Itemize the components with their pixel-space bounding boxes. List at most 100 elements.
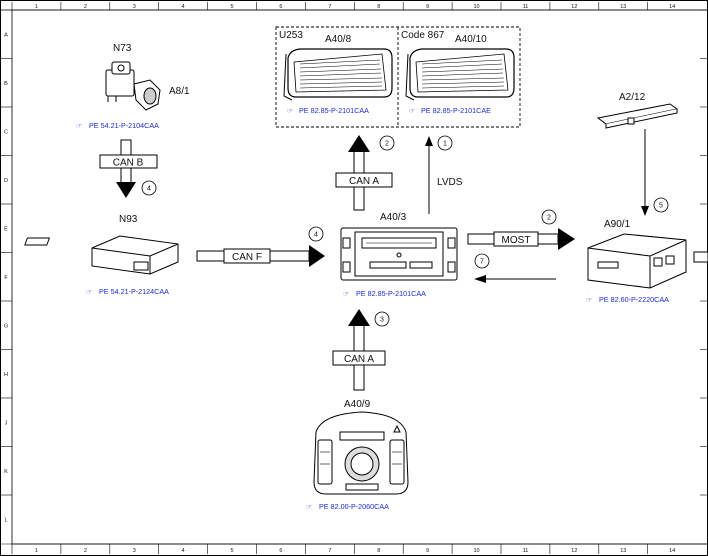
a40-9-label: A40/9 — [344, 399, 371, 410]
marker-7: 7 — [480, 259, 484, 266]
lvds-link: LVDS 1 — [425, 135, 463, 214]
column-label: 6 — [279, 548, 282, 554]
row-label: E — [4, 226, 8, 232]
column-label: 13 — [620, 4, 626, 10]
can-b-label: CAN B — [113, 158, 144, 169]
a90-1-label: A90/1 — [604, 219, 631, 230]
a40-10-ref-icon: ☞ — [409, 106, 415, 115]
column-label: 3 — [133, 548, 136, 554]
n73-ref-icon: ☞ — [76, 121, 82, 130]
can-f-label: CAN F — [232, 252, 262, 263]
row-label: D — [4, 178, 8, 184]
column-label: 8 — [377, 548, 380, 554]
bus-can-b-arrow: CAN B 4 — [99, 139, 158, 198]
column-label: 1 — [35, 4, 38, 10]
column-label: 10 — [473, 548, 479, 554]
column-label: 12 — [571, 548, 577, 554]
marker-5: 5 — [659, 203, 663, 210]
a8-1-label: A8/1 — [169, 86, 190, 97]
a90-1-ref-icon: ☞ — [586, 295, 592, 304]
a40-3-ref[interactable]: PE 82.85-P-2101CAA — [356, 289, 426, 298]
a90-1-ref[interactable]: PE 82.60-P-2220CAA — [599, 295, 669, 304]
most-label: MOST — [502, 235, 531, 246]
column-label: 12 — [571, 4, 577, 10]
a2-12-label: A2/12 — [619, 92, 646, 103]
row-label: F — [4, 275, 8, 281]
column-label: 4 — [182, 548, 185, 554]
tuner-module-icon — [587, 233, 687, 289]
row-label: A — [4, 32, 8, 38]
head-unit-icon — [340, 227, 458, 281]
controller-panel-icon — [313, 411, 409, 495]
column-label: 9 — [426, 4, 429, 10]
component-n93: N93 ☞ PE 54.21-P-2124CAA — [24, 214, 179, 296]
column-label: 8 — [377, 4, 380, 10]
can-a-top-label: CAN A — [349, 176, 379, 187]
bus-can-a-bottom-arrow: CAN A 3 — [332, 309, 390, 391]
a40-8-ref[interactable]: PE 82.85-P-2101CAA — [299, 106, 369, 115]
column-label: 2 — [84, 548, 87, 554]
column-label: 4 — [182, 4, 185, 10]
ignition-switch-icon — [105, 61, 161, 111]
a40-8-ref-icon: ☞ — [287, 106, 293, 115]
row-label: G — [4, 323, 8, 329]
antenna-module-icon — [596, 103, 679, 129]
bus-can-a-top-arrow: CAN A 2 — [335, 135, 395, 211]
column-label: 5 — [231, 548, 234, 554]
column-label: 14 — [669, 548, 675, 554]
column-label: 11 — [523, 4, 529, 10]
row-label: J — [5, 420, 8, 426]
component-a40-3: A40/3 ☞ PE 82.85-P-2101CAA — [340, 212, 458, 298]
a40-8-label: A40/8 — [325, 34, 352, 45]
column-label: 10 — [473, 4, 479, 10]
marker-2-right: 2 — [547, 215, 551, 222]
column-label: 13 — [620, 548, 626, 554]
n93-ref[interactable]: PE 54.21-P-2124CAA — [99, 287, 169, 296]
return-arrow: 7 — [474, 253, 556, 283]
row-label: K — [4, 469, 8, 475]
a40-9-ref[interactable]: PE 82.00-P-2060CAA — [319, 502, 389, 511]
column-label: 5 — [231, 4, 234, 10]
row-label: C — [4, 129, 8, 135]
component-a40-8: A40/8 ☞ PE 82.85-P-2101CAA — [283, 34, 393, 115]
component-a2-12: A2/12 5 — [596, 92, 679, 216]
can-a-bottom-label: CAN A — [344, 354, 374, 365]
column-label: 14 — [669, 4, 675, 10]
n93-label: N93 — [119, 214, 138, 225]
column-label: 6 — [279, 4, 282, 10]
bus-can-f-arrow: CAN F 4 — [196, 226, 325, 267]
option-group-box: U253 Code 867 — [275, 26, 521, 128]
a40-3-label: A40/3 — [380, 212, 407, 223]
component-a40-10: A40/10 ☞ PE 82.85-P-2101CAE — [405, 34, 515, 115]
a40-9-ref-icon: ☞ — [306, 502, 312, 511]
column-label: 7 — [328, 4, 331, 10]
a40-3-ref-icon: ☞ — [343, 289, 349, 298]
group-label-code-867: Code 867 — [401, 30, 445, 41]
row-label: H — [4, 372, 8, 378]
column-label: 2 — [84, 4, 87, 10]
bus-most-arrow: MOST 2 — [467, 209, 575, 250]
column-label: 11 — [523, 548, 529, 554]
group-label-u253: U253 — [279, 30, 303, 41]
a40-10-label: A40/10 — [455, 34, 487, 45]
a40-10-ref[interactable]: PE 82.85-P-2101CAE — [421, 106, 491, 115]
marker-4-left: 4 — [147, 186, 151, 193]
n73-ref[interactable]: PE 54.21-P-2104CAA — [89, 121, 159, 130]
column-label: 3 — [133, 4, 136, 10]
row-label: L — [4, 517, 7, 523]
column-label: 9 — [426, 548, 429, 554]
component-a90-1: A90/1 ☞ PE 82.60-P-2220CAA — [586, 219, 708, 304]
marker-1: 1 — [443, 141, 447, 148]
n93-ref-icon: ☞ — [86, 287, 92, 296]
n73-label: N73 — [113, 43, 132, 54]
display-unit-icon — [283, 48, 393, 101]
marker-4-mid: 4 — [314, 232, 318, 239]
lvds-label: LVDS — [437, 177, 463, 188]
component-n73: N73 A8/1 ☞ PE 54.21-P-2104CAA — [76, 43, 190, 130]
column-label: 1 — [35, 548, 38, 554]
marker-2-top: 2 — [385, 141, 389, 148]
display-unit-icon — [405, 48, 515, 101]
component-a40-9: A40/9 ☞ PE 82.00-P-2060CAA — [306, 399, 409, 511]
control-module-icon — [24, 235, 179, 275]
